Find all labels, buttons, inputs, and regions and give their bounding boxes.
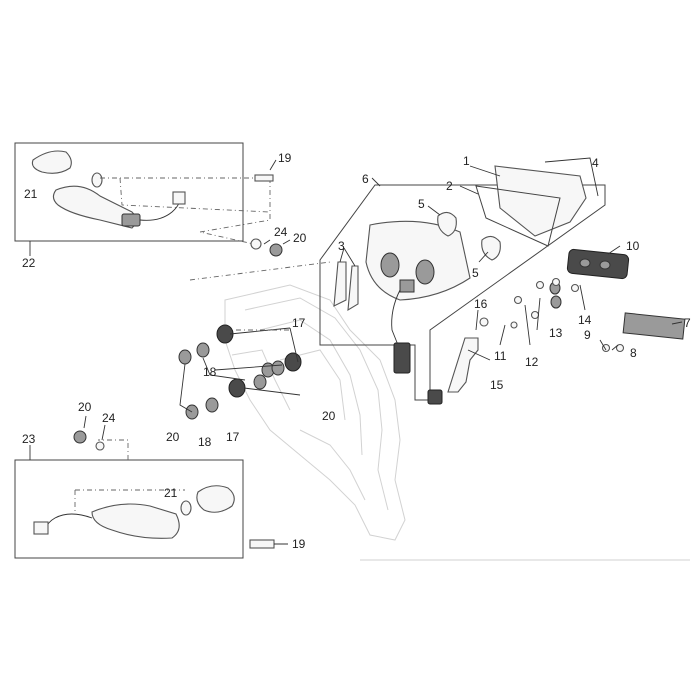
nut-20-lower [73, 430, 87, 444]
bracket-3-left [333, 261, 347, 307]
callout-11: 11 [494, 349, 507, 363]
box-22-frame [14, 142, 244, 242]
callout-6: 6 [362, 172, 369, 186]
plate-light-10 [566, 248, 630, 280]
callout-20-right: 20 [322, 409, 336, 423]
mounting-hardware [178, 261, 331, 420]
callout-2: 2 [446, 179, 453, 193]
nut-20-c [253, 374, 267, 390]
callout-18-lower: 18 [198, 435, 212, 449]
callout-20-upper: 20 [293, 231, 307, 245]
indicator-body-upper [52, 185, 137, 229]
plate-light-group [427, 248, 686, 405]
screw-19-lower [249, 539, 275, 549]
indicator-body-lower [91, 503, 180, 539]
screw-19-upper [254, 174, 274, 182]
callout-12: 12 [525, 355, 539, 369]
nut-20-upper [269, 243, 283, 257]
box-23-indicator-lower [14, 439, 244, 559]
tail-light-housing [365, 220, 471, 301]
wire-plug-lower [33, 521, 49, 535]
socket-center [399, 279, 415, 293]
leader-lines [339, 165, 683, 325]
callout-21-lower: 21 [164, 486, 178, 500]
bushing-18-b [205, 397, 219, 413]
bushing-18-a [196, 342, 210, 358]
callout-labels: 1 2 3 4 5 5 6 7 8 9 10 11 12 13 14 15 16… [22, 151, 691, 551]
wire-plug-upper [172, 191, 186, 205]
lens-gasket-2 [475, 185, 561, 247]
callout-5-lower: 5 [472, 266, 479, 280]
callout-15: 15 [490, 378, 504, 392]
callout-17-upper: 17 [292, 316, 306, 330]
callout-7: 7 [684, 316, 691, 330]
indicator-lens-21-upper [31, 150, 72, 174]
bulb-socket-right [415, 259, 435, 285]
indicator-connector-upper [121, 213, 141, 227]
callout-5-upper: 5 [418, 197, 425, 211]
callout-23: 23 [22, 432, 36, 446]
callout-20-left: 20 [166, 430, 180, 444]
callout-3: 3 [338, 239, 345, 253]
callout-24-lower: 24 [102, 411, 116, 425]
bulb-lower [180, 500, 192, 516]
screw-16 [479, 317, 489, 327]
plate-light-bracket-15 [447, 337, 479, 393]
callout-4: 4 [592, 156, 599, 170]
bulb-socket-left [380, 252, 400, 278]
bracket-3-right [347, 265, 359, 312]
callout-19-lower: 19 [292, 537, 306, 551]
plate-light-connector [427, 389, 443, 405]
callout-10: 10 [626, 239, 640, 253]
callout-13: 13 [549, 326, 563, 340]
callout-9: 9 [584, 328, 591, 342]
callout-24-upper: 24 [274, 225, 288, 239]
box-6-frame [319, 184, 606, 401]
callout-14: 14 [578, 313, 592, 327]
grommet-13b [550, 295, 562, 309]
reflector-7 [622, 312, 686, 340]
callout-20-lower: 20 [78, 400, 92, 414]
box-6-tail-light [319, 157, 606, 401]
corner-fasteners [73, 159, 291, 549]
box-23-frame [14, 459, 244, 559]
bulb-upper [91, 172, 103, 188]
callout-8: 8 [630, 346, 637, 360]
callout-21-upper: 21 [24, 187, 38, 201]
callout-1: 1 [463, 154, 470, 168]
callout-18-upper: 18 [203, 365, 217, 379]
box-22-indicator-upper [14, 142, 271, 256]
callout-22: 22 [22, 256, 36, 270]
callout-16: 16 [474, 297, 488, 311]
grommet-17-c [228, 378, 246, 398]
tail-light-connector [393, 342, 411, 374]
grommet-17-b [284, 352, 302, 372]
bulb-5-upper [437, 211, 457, 237]
washer-24-lower [95, 441, 105, 451]
nut-20-a [178, 349, 192, 365]
washer-24-upper [250, 238, 262, 250]
tail-light-lens-1 [494, 165, 587, 237]
callout-19-upper: 19 [278, 151, 292, 165]
callout-17-lower: 17 [226, 430, 240, 444]
indicator-lens-21-lower [196, 485, 235, 513]
